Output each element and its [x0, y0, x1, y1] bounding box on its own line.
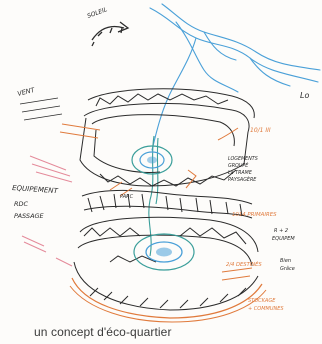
label-trame: La TRAME — [228, 170, 253, 176]
label-annotation-1: 10/1 III — [250, 127, 271, 134]
caption: un concept d'éco-quartier — [34, 325, 172, 339]
label-lo: Lo — [300, 91, 309, 100]
label-rdc: RDC — [14, 200, 29, 208]
label-logement: LOGEMENTS — [228, 156, 258, 162]
label-grace: Grâce — [280, 265, 295, 272]
label-communes: + COMMUNES — [248, 306, 284, 312]
label-stockage: STOCKAGE — [248, 298, 276, 304]
label-parc: PARC — [120, 194, 134, 200]
label-passage: PASSAGE — [14, 212, 45, 220]
label-bien: Bien — [280, 258, 291, 264]
label-annotation-3: 2/4 DESTINÉS — [226, 260, 262, 268]
label-annotation-2: 1014 PRIMAIRES — [232, 212, 277, 218]
label-r2: R + 2 — [274, 228, 288, 234]
label-equipem: EQUIPEM — [272, 236, 295, 242]
